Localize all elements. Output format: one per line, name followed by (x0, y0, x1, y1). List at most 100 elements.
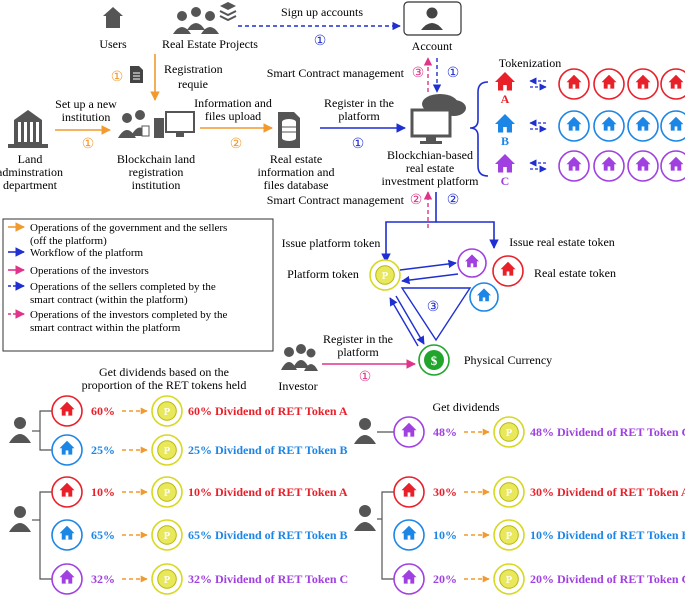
coin-letter: P (506, 488, 513, 499)
house-icon (668, 74, 684, 89)
users-label: Users (99, 37, 127, 51)
ret-token-circle (660, 150, 685, 182)
house-icon (635, 156, 651, 171)
platform-token-coin: P (369, 259, 401, 291)
exchange-arrow-diag1 (395, 295, 425, 345)
platform-computer-icon (410, 94, 466, 144)
investor-icon (281, 344, 318, 371)
dividends-left-title-2: proportion of the RET tokens held (82, 378, 247, 392)
institution-icon (118, 110, 195, 138)
group-bracket (39, 410, 52, 451)
house-icon (401, 422, 417, 437)
dividend-coin: P (151, 476, 183, 508)
token-property-icon (495, 114, 515, 133)
ret-token-circle (593, 110, 625, 142)
exchange-tokens: P$ (369, 248, 524, 376)
ret-token-circle (593, 68, 625, 100)
house-icon (401, 569, 417, 584)
land-department-icon (8, 110, 48, 148)
investor-register-label-1: Register in the (323, 332, 393, 346)
holding-percent: 10% (91, 485, 115, 499)
institution-label-3: institution (132, 178, 181, 192)
house-icon (59, 482, 75, 497)
house-icon (465, 254, 479, 268)
ret-token-circle (627, 150, 659, 182)
exchange-arrow-left (401, 273, 459, 285)
ret-token-circle (593, 150, 625, 182)
registration-label-2: requie (178, 77, 208, 91)
sc-mgmt-bottom-label: Smart Contract management (267, 193, 405, 207)
tokenization-label: Tokenization (499, 56, 561, 70)
house-icon (477, 288, 491, 302)
ret-token-circle (51, 476, 83, 508)
dividend-label: 10% Dividend of RET Token A (188, 485, 348, 499)
step-3-sc-top: ③ (412, 66, 425, 81)
legend-text: smart contract within the platform (30, 322, 181, 334)
step-1-signup: ① (314, 34, 327, 49)
issue-re-token-label: Issue real estate token (509, 235, 615, 249)
house-icon (601, 74, 617, 89)
database-icon (278, 112, 300, 148)
house-icon (59, 440, 75, 455)
house-icon (668, 116, 684, 131)
exchange-arrow-right (399, 259, 457, 271)
dividend-coin: P (151, 563, 183, 595)
dividend-label: 32% Dividend of RET Token C (188, 572, 348, 586)
dividend-coin: P (493, 519, 525, 551)
ret-token-circle (393, 563, 425, 595)
house-icon (59, 401, 75, 416)
dividend-label: 65% Dividend of RET Token B (188, 528, 348, 542)
account-icon (403, 1, 462, 36)
dividend-coin: P (493, 416, 525, 448)
legend-text: Operations of the investors completed by… (30, 309, 227, 321)
ret-token-circle (393, 416, 425, 448)
house-icon (566, 116, 582, 131)
exchange-triangle (400, 287, 472, 342)
dividends-right-title: Get dividends (433, 400, 500, 414)
physical-currency-label: Physical Currency (464, 353, 552, 367)
dividend-label: 20% Dividend of RET Token C (530, 572, 685, 586)
token-letter: B (501, 134, 509, 148)
dividend-coin: P (151, 395, 183, 427)
dividend-coin: P (493, 476, 525, 508)
register-platform-label-2: platform (338, 109, 380, 123)
info-upload-label-1: Information and (194, 96, 272, 110)
ret-token-circle (660, 68, 685, 100)
institution-label-2: registration (129, 165, 184, 179)
step-1-registration: ① (111, 70, 124, 85)
holding-percent: 25% (91, 443, 115, 457)
group-bracket (381, 491, 394, 580)
ret-token-circle (51, 395, 83, 427)
dividend-label: 48% Dividend of RET Token C (530, 425, 685, 439)
dividend-label: 25% Dividend of RET Token B (188, 443, 348, 457)
platform-label-1: Blockchian-based (387, 148, 473, 162)
land-dept-label-3: department (3, 178, 58, 192)
house-icon (635, 74, 651, 89)
house-icon (401, 482, 417, 497)
investor-person-icon (354, 418, 376, 444)
step-1-investor: ① (359, 370, 372, 385)
dividend-coin: P (151, 519, 183, 551)
house-icon (668, 156, 684, 171)
legend-text: smart contract (within the platform) (30, 294, 188, 306)
holding-percent: 60% (91, 404, 115, 418)
legend-text: Operations of the sellers completed by t… (30, 281, 216, 293)
coin-letter: P (506, 531, 513, 542)
holding-percent: 32% (91, 572, 115, 586)
coin-letter: P (382, 271, 389, 282)
ret-token-circle (492, 255, 524, 287)
coin-letter: P (164, 446, 171, 457)
users-icon (103, 7, 123, 28)
holding-percent: 20% (433, 572, 457, 586)
land-dept-label-1: Land (18, 152, 43, 166)
token-property-icon (495, 154, 515, 173)
dividend-coin: P (493, 563, 525, 595)
house-icon (59, 569, 75, 584)
dividend-label: 10% Dividend of RET Token B (530, 528, 685, 542)
